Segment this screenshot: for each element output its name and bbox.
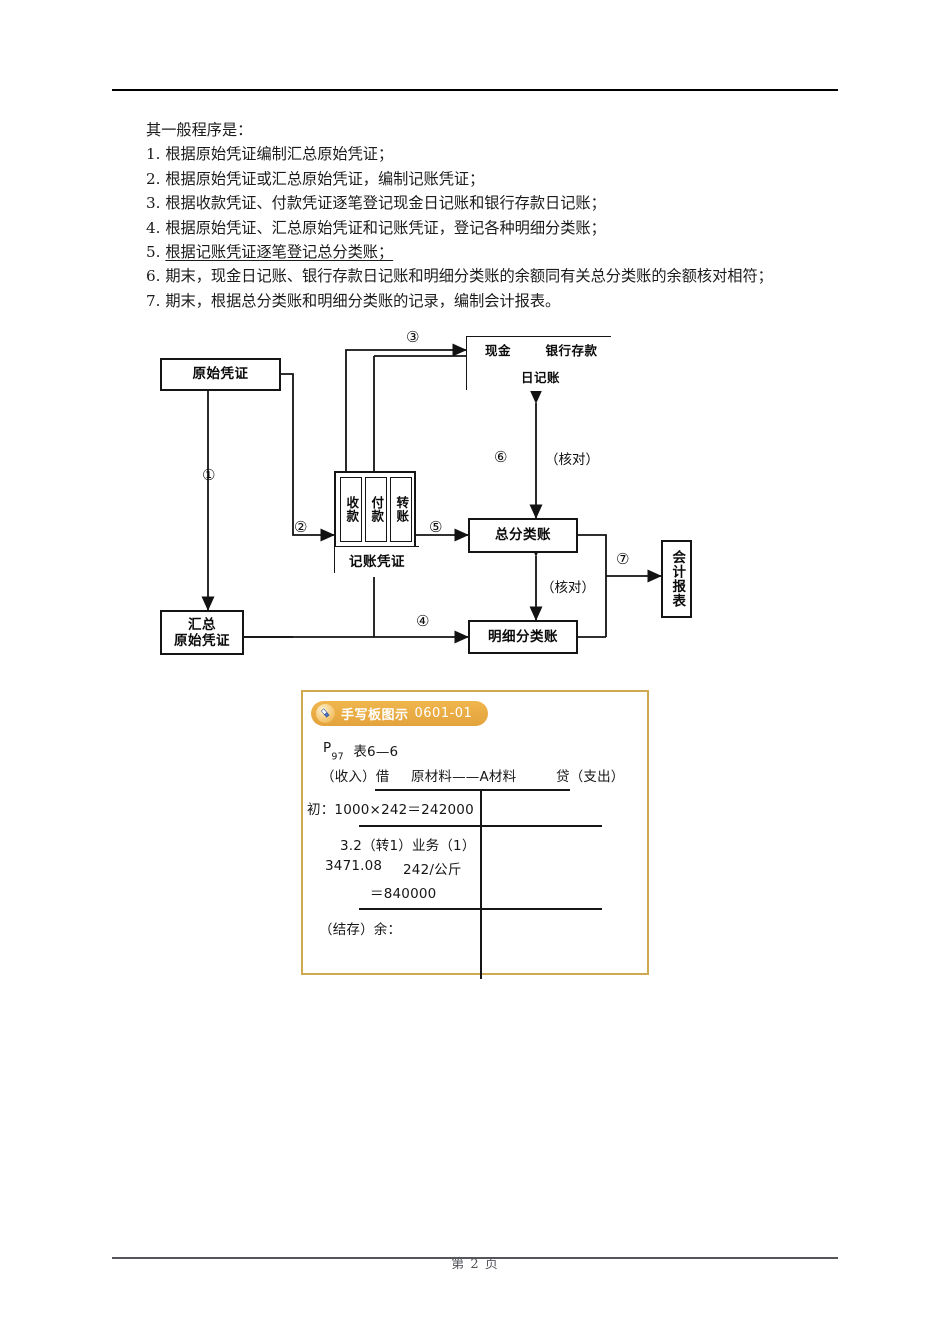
diagram-box-voucher-group: 收款 付款 转账 记账凭证	[334, 471, 419, 577]
handwriting-board-title: 手写板图示	[341, 708, 409, 723]
hw-ref-p: P	[323, 740, 332, 756]
hw-entry-unit-price: 242/公斤	[403, 862, 462, 878]
diagram-number-3: ③	[406, 328, 420, 346]
step-line-4: 4. 根据原始凭证、汇总原始凭证和记账凭证，登记各种明细分类账；	[146, 218, 606, 237]
diagram-box-receipt-voucher: 收款	[340, 477, 362, 542]
diagram-box-original-voucher: 原始凭证	[160, 358, 281, 391]
diagram-box-accounting-voucher: 记账凭证	[335, 546, 419, 577]
diagram-box-bank-deposit: 银行存款	[529, 337, 614, 364]
body-text-block: 其一般程序是： 1. 根据原始凭证编制汇总原始凭证； 2. 根据原始凭证或汇总原…	[146, 118, 846, 313]
hw-ref-sub: 97	[331, 751, 344, 763]
accounting-flow-diagram: 原始凭证 汇总 原始凭证 现金 银行存款 日记账 收款 付款 转账 记账凭证 总…	[146, 328, 726, 673]
diagram-number-1: ①	[202, 466, 216, 484]
intro-line: 其一般程序是：	[146, 121, 253, 139]
step-5-underlined-text: 根据记账凭证逐笔登记总分类账；	[165, 243, 394, 262]
hw-rule-before-closing	[359, 908, 602, 910]
diagram-box-journal-group: 现金 银行存款 日记账	[466, 336, 614, 391]
handwriting-board-badge: 手写板图示 0601-01	[311, 701, 489, 726]
diagram-box-daily-journal: 日记账	[467, 363, 614, 391]
step-line-7: 7. 期末，根据总分类账和明细分类账的记录，编制会计报表。	[146, 291, 561, 310]
hw-entry-date: 3.2（转1）业务（1）	[340, 838, 476, 854]
diagram-number-4: ④	[416, 612, 430, 630]
diagram-number-7: ⑦	[616, 550, 630, 568]
hw-header-left: （收入）借	[321, 769, 390, 785]
step-line-3: 3. 根据收款凭证、付款凭证逐笔登记现金日记账和银行存款日记账；	[146, 194, 606, 213]
step-line-5: 5. 根据记账凭证逐笔登记总分类账；	[146, 240, 846, 264]
diagram-box-subsidiary-ledger: 明细分类账	[468, 620, 578, 654]
diagram-number-2: ②	[294, 518, 308, 536]
step-5-prefix: 5.	[146, 243, 166, 262]
hw-rule-header	[375, 789, 570, 791]
footer-rule	[112, 1257, 838, 1259]
header-rule	[112, 89, 838, 91]
diagram-label-check-upper: （核对）	[545, 452, 599, 468]
hw-ref-table: 表6—6	[353, 744, 399, 760]
hw-header-right: 贷（支出）	[556, 769, 625, 785]
step-line-6: 6. 期末，现金日记账、银行存款日记账和明细分类账的余额同有关总分类账的余额核对…	[146, 267, 773, 286]
hw-closing-balance: （结存）余：	[319, 922, 402, 938]
hw-opening-balance: 初：1000×242＝242000	[307, 802, 474, 818]
pencil-eraser-glyph	[320, 708, 330, 718]
diagram-connectors	[201, 343, 662, 644]
handwriting-board-code: 0601-01	[414, 706, 473, 721]
diagram-box-summary-original-voucher: 汇总 原始凭证	[160, 610, 244, 655]
hw-rule-after-opening	[359, 825, 602, 827]
hw-entry-amount: 3471.08	[325, 858, 383, 874]
diagram-number-6: ⑥	[494, 448, 508, 466]
diagram-box-payment-voucher: 付款	[365, 477, 387, 542]
page-footer-label: 第 2 页	[451, 1257, 499, 1272]
handwriting-board-panel: 手写板图示 0601-01 P97 表6—6 （收入）借 原材料——A材料 贷（…	[301, 690, 651, 979]
diagram-box-transfer-voucher: 转账	[390, 477, 412, 542]
diagram-box-general-ledger: 总分类账	[468, 518, 578, 553]
handwriting-board-content: P97 表6—6 （收入）借 原材料——A材料 贷（支出） 初：1000×242…	[303, 736, 651, 979]
diagram-number-5: ⑤	[429, 518, 443, 536]
hw-reference-line: P97 表6—6	[323, 740, 398, 763]
hw-entry-total: ＝840000	[370, 886, 437, 902]
step-line-2: 2. 根据原始凭证或汇总原始凭证，编制记账凭证；	[146, 169, 485, 188]
diagram-label-check-lower: （核对）	[541, 580, 595, 596]
hw-header-center: 原材料——A材料	[411, 769, 517, 785]
summary-voucher-line2: 原始凭证	[174, 632, 230, 649]
step-line-1: 1. 根据原始凭证编制汇总原始凭证；	[146, 145, 394, 164]
diagram-box-financial-statement: 会计报表	[661, 540, 692, 618]
summary-voucher-line1: 汇总	[188, 616, 216, 633]
diagram-box-cash: 现金	[467, 337, 530, 364]
pencil-eraser-icon	[316, 704, 335, 723]
hw-rule-vertical	[480, 789, 482, 979]
